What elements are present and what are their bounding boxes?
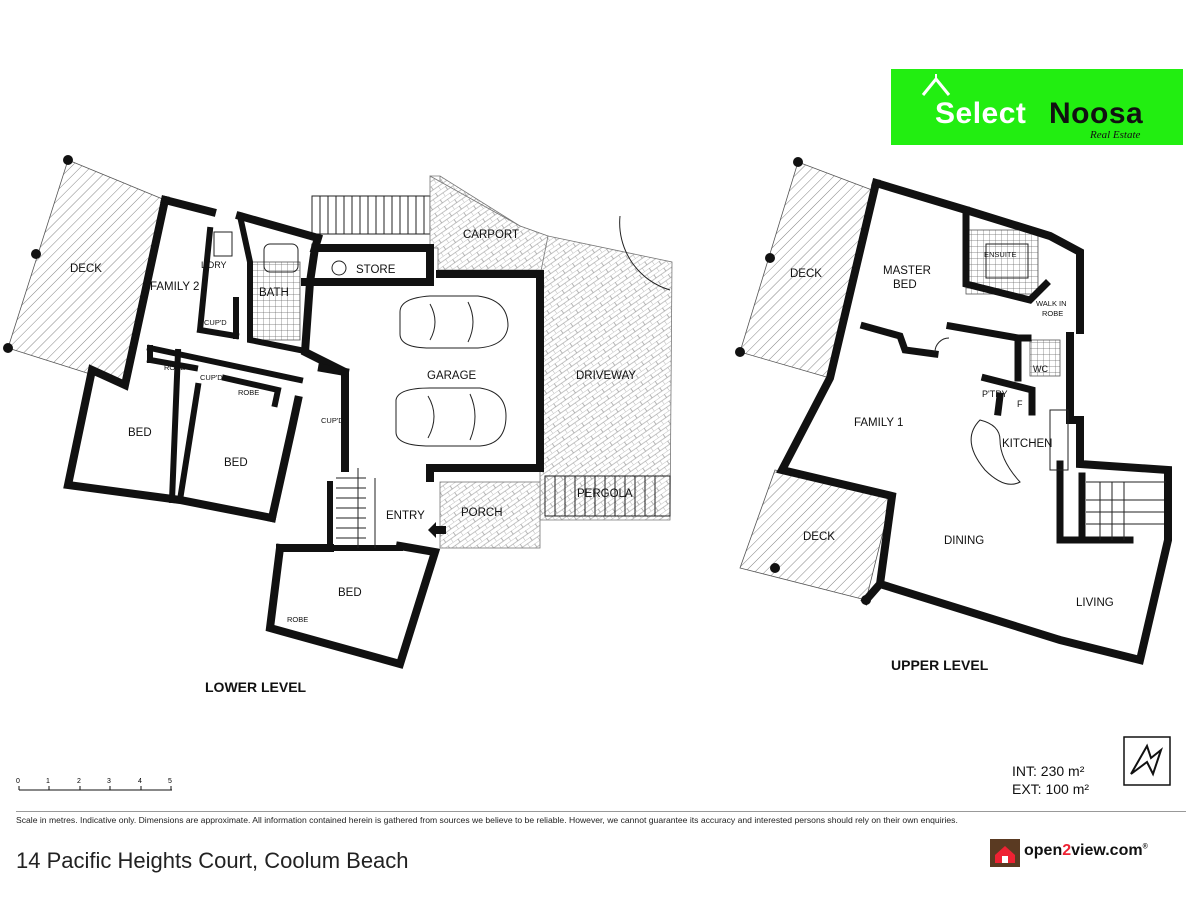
store-tank [331, 260, 347, 276]
label-family-2: FAMILY 2 [150, 281, 199, 293]
deck-post [3, 343, 13, 353]
upper-stairs [1086, 481, 1166, 540]
label-wc: WC [1033, 364, 1048, 374]
car-bottom [395, 387, 507, 447]
internal-area: INT: 230 m² [1012, 763, 1085, 779]
label-garage: GARAGE [427, 370, 477, 382]
label-driveway: DRIVEWAY [576, 370, 636, 382]
door-swing [934, 337, 950, 353]
upper-internal-walls [859, 206, 1134, 544]
gate-swing [619, 215, 671, 291]
logo-word-noosa: Noosa [1049, 97, 1144, 130]
label-walk-in-robe: ROBE [1042, 309, 1063, 318]
ensuite-shower [985, 243, 1029, 279]
open2view-wordmark: open2view.com® [1024, 842, 1148, 859]
label-porch: PORCH [461, 507, 503, 519]
external-area: EXT: 100 m² [1012, 781, 1090, 797]
label-cupboard-1: CUP'D [204, 318, 227, 327]
label-fridge: F [1017, 399, 1023, 409]
scale-tick-label: 1 [46, 778, 50, 785]
upper-outer-wall [776, 178, 1172, 665]
deck-post [793, 157, 803, 167]
label-robe-1: ROBE [164, 363, 185, 372]
label-pergola: PERGOLA [577, 488, 633, 500]
scale-tick-label: 4 [138, 778, 142, 785]
label-ensuite: ENSUITE [984, 250, 1017, 259]
pergola-outline [544, 475, 671, 517]
scale-tick-label: 5 [168, 778, 172, 785]
lower-level-plan: DECK FAMILY 2 L'DRY BATH STORE CARPORT G… [3, 155, 673, 695]
logo-subtitle: Real Estate [1090, 129, 1141, 141]
driveway-paving [539, 235, 673, 521]
upper-level-title: UPPER LEVEL [891, 657, 989, 673]
label-robe-3: ROBE [287, 615, 308, 624]
select-noosa-logo: Select Noosa Real Estate [891, 69, 1183, 145]
porch-paving [439, 481, 541, 549]
lower-bed-wall [267, 363, 350, 523]
scale-tick-label: 2 [77, 778, 81, 785]
logo-word-select: Select [935, 97, 1027, 130]
open2view-badge: open2view.com® [988, 838, 1184, 868]
bath-tiles [249, 261, 301, 341]
lower-bed3-wall [265, 541, 441, 669]
entry-stair-treads [336, 477, 366, 539]
disclaimer-text: Scale in metres. Indicative only. Dimens… [16, 811, 1186, 825]
deck-post [765, 253, 775, 263]
deck-post [735, 347, 745, 357]
label-upper-deck-2: DECK [803, 531, 835, 543]
lower-west-wall [63, 195, 277, 523]
carport-paving-top [429, 175, 549, 271]
label-entry: ENTRY [386, 510, 425, 522]
lower-level-title: LOWER LEVEL [205, 679, 307, 695]
label-deck: DECK [70, 263, 102, 275]
lower-outer-wall [160, 195, 544, 482]
laundry-tub [213, 231, 233, 257]
label-laundry: L'DRY [201, 260, 227, 270]
kitchen-bench [1049, 409, 1069, 471]
label-living: LIVING [1076, 597, 1114, 609]
pergola-battens [554, 476, 656, 516]
label-dining: DINING [944, 535, 984, 547]
open2view-house-icon [990, 839, 1020, 867]
deck-post [770, 563, 780, 573]
north-arrow-icon [1123, 736, 1171, 786]
label-upper-deck-1: DECK [790, 268, 822, 280]
deck-post [63, 155, 73, 165]
deck-post [31, 249, 41, 259]
property-address: 14 Pacific Heights Court, Coolum Beach [16, 848, 409, 873]
label-family-1: FAMILY 1 [854, 417, 903, 429]
kitchen-island [970, 419, 1021, 485]
label-pantry: P'TRY [982, 389, 1008, 399]
upper-level-plan: MASTER BED ENSUITE WALK IN ROBE WC P'TRY… [735, 157, 1172, 673]
stair-treads [319, 196, 425, 234]
internal-walls [146, 212, 403, 551]
label-store: STORE [356, 264, 396, 276]
outdoor-stairs [311, 195, 431, 235]
car-top [399, 295, 509, 349]
label-walk-in: WALK IN [1036, 299, 1067, 308]
label-cupboard-3: CUP'D [321, 416, 344, 425]
bath-tub [263, 243, 299, 273]
scale-tick-label: 0 [16, 778, 20, 785]
label-bath: BATH [259, 287, 289, 299]
label-bed-2: BED [224, 457, 248, 469]
scale-bar: 0 1 2 3 4 5 [16, 778, 172, 791]
label-master: MASTER [883, 265, 931, 277]
scale-tick-label: 3 [107, 778, 111, 785]
wc-tiles [1029, 339, 1061, 377]
label-robe-2: ROBE [238, 388, 259, 397]
roof-logo-icon [921, 74, 951, 96]
label-bed-1: BED [128, 427, 152, 439]
label-cupboard-2: CUP'D [200, 373, 223, 382]
label-carport: CARPORT [463, 229, 519, 241]
entry-arrow-icon [428, 522, 446, 538]
label-master-bed: BED [893, 279, 917, 291]
label-bed-3: BED [338, 587, 362, 599]
label-kitchen: KITCHEN [1002, 438, 1052, 450]
